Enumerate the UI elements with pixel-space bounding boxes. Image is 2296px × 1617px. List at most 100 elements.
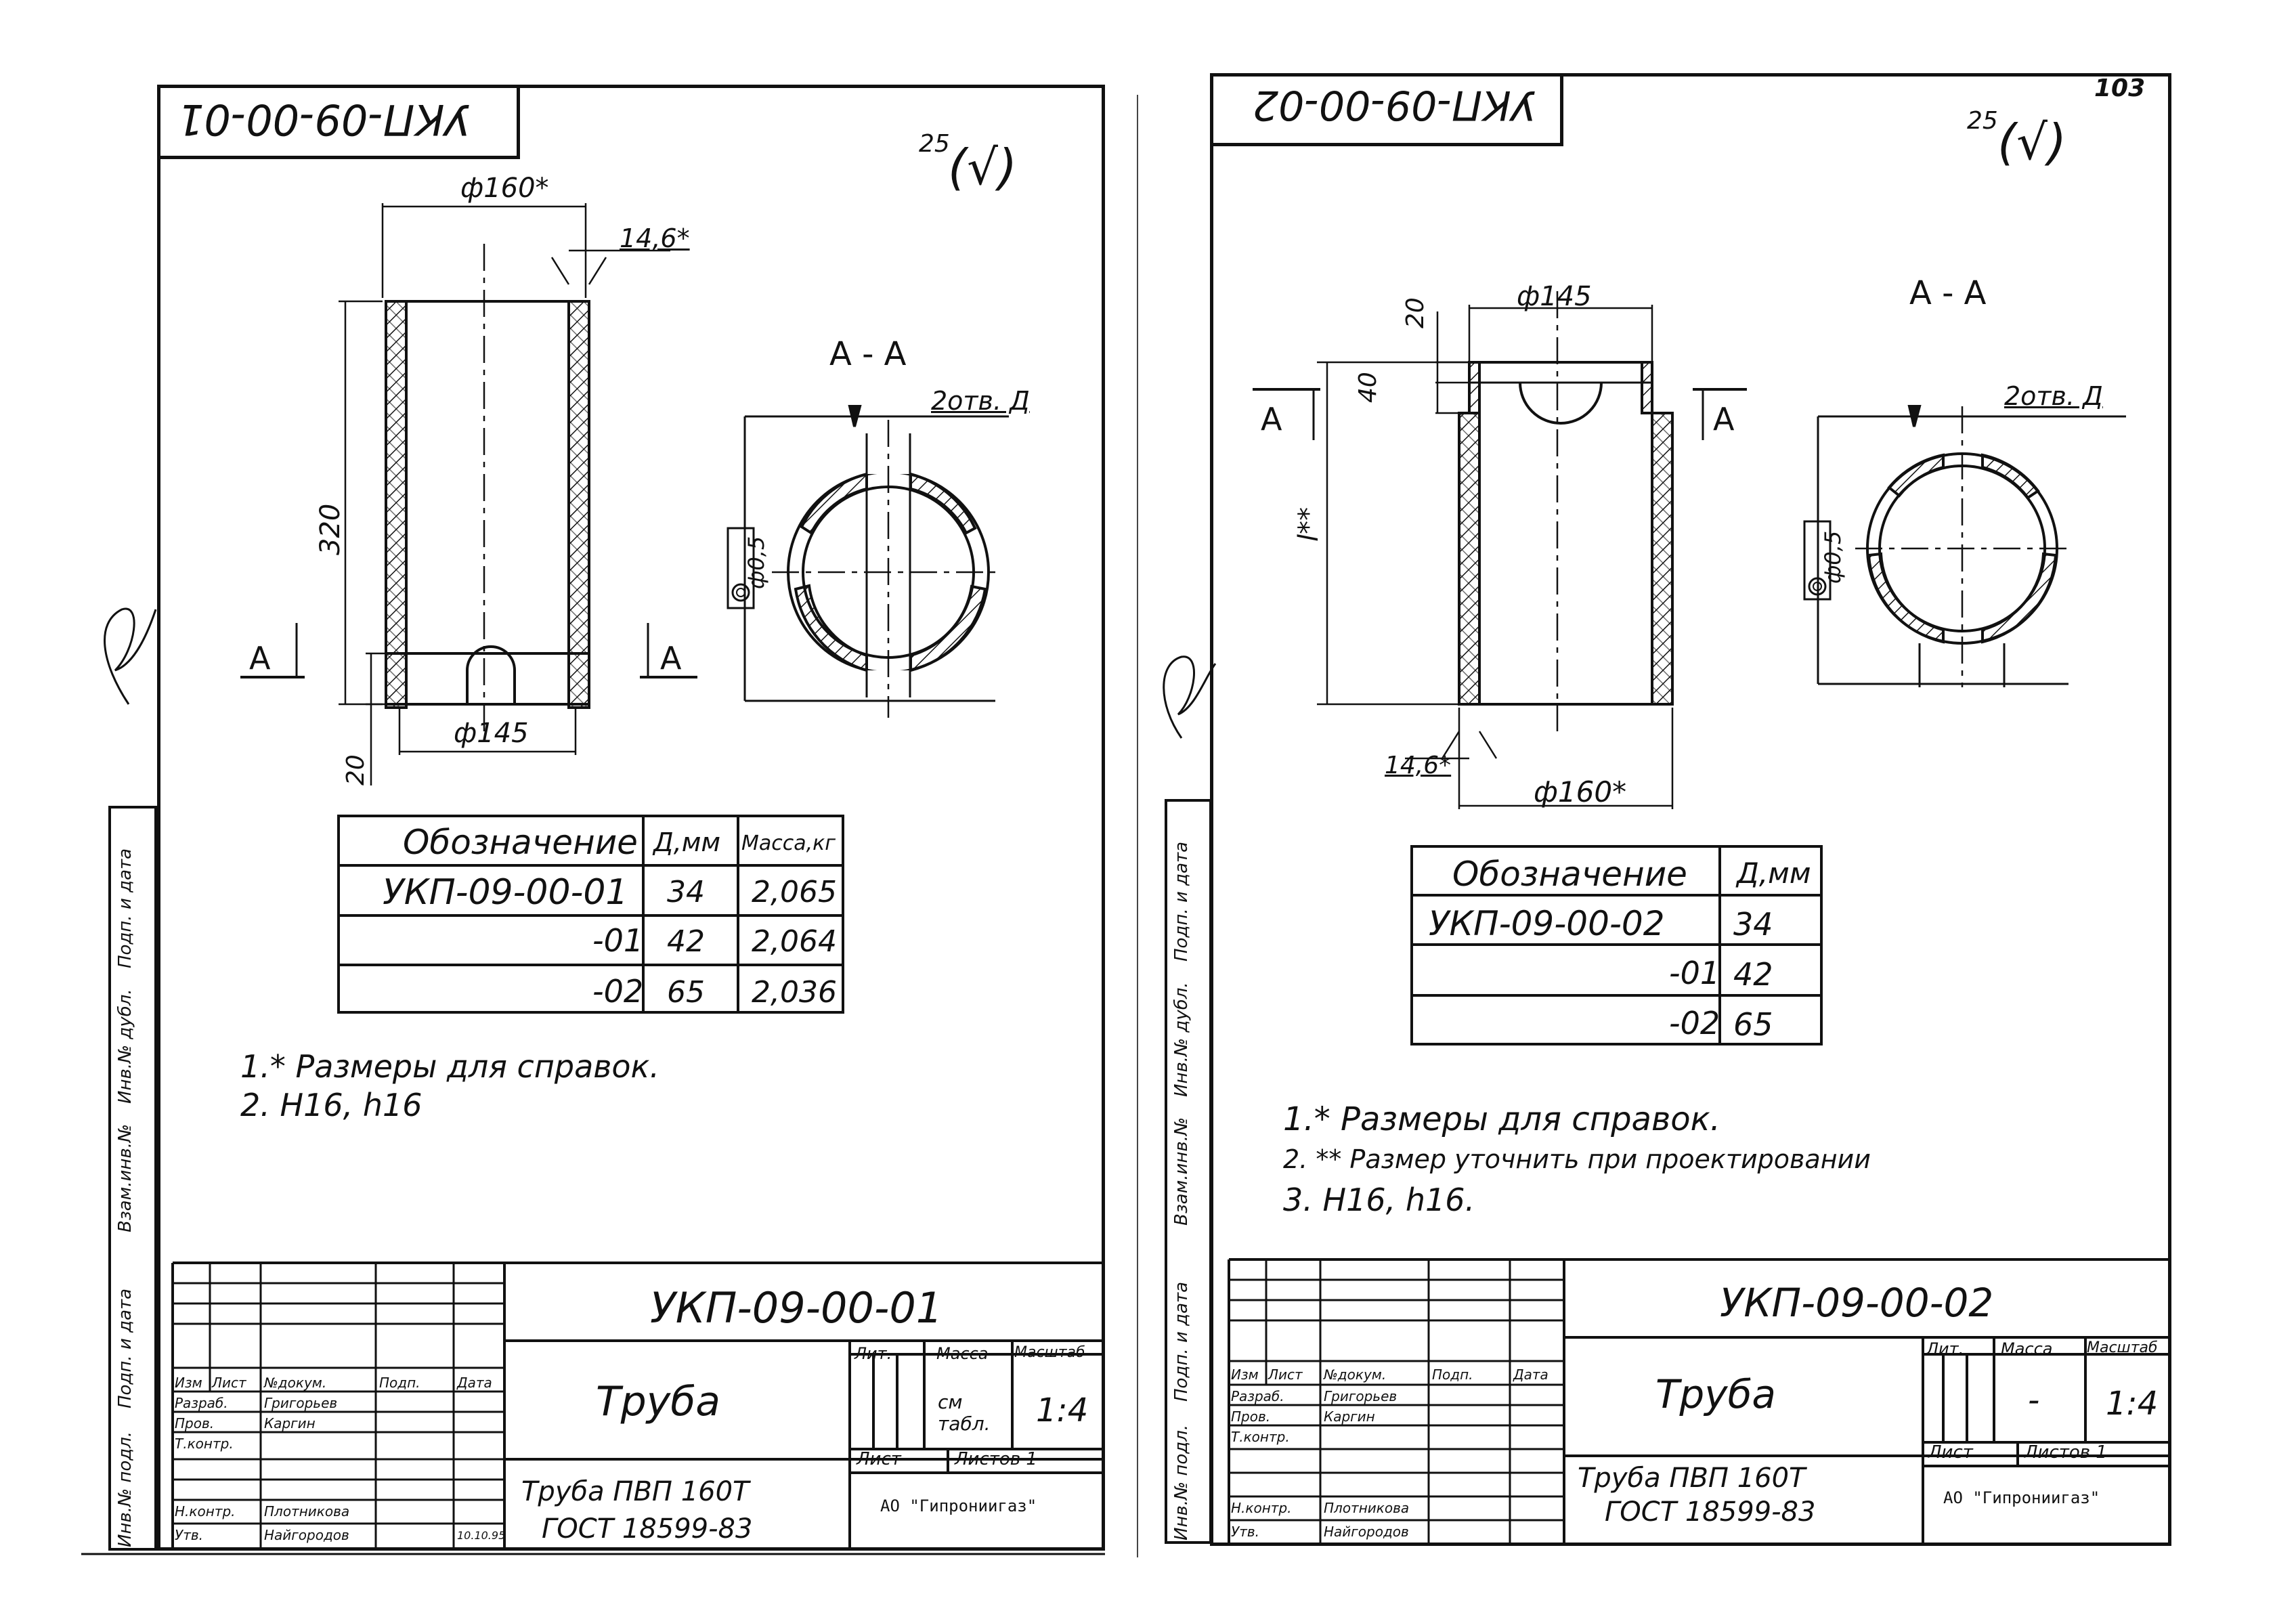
title-name-right: Труба [1655, 1371, 1776, 1417]
title-scale-label-left: Масштаб [1014, 1344, 1085, 1361]
tb-right-r5-role: Утв. [1231, 1524, 1259, 1540]
title-org-right: АО "Гипрониигаз" [1943, 1488, 2100, 1507]
sheet-left [157, 85, 1105, 1551]
title-code-right: УКП-09-00-02 [1720, 1280, 1994, 1326]
tb-left-r4-name: Плотникова [264, 1503, 350, 1519]
title-material-right-2: ГОСТ 18599-83 [1605, 1496, 1816, 1528]
side-stamp-left [108, 806, 157, 1551]
note-right-2: 2. ** Размер уточнить при проектировании [1283, 1144, 1871, 1174]
section-marker-right-a: А [1261, 401, 1282, 437]
roughness-value-left: 25 [919, 130, 950, 158]
title-sheet-label-right: Лист [1928, 1442, 1973, 1463]
roughness-value-right: 25 [1967, 107, 1998, 135]
title-sheets-label-left: Листов 1 [955, 1449, 1037, 1469]
side-stamp-left-2: Взам.инв.№ [115, 1124, 135, 1232]
tb-left-r0-c5: Дата [457, 1375, 492, 1391]
dim-slot-diameter-left: ф145 [454, 718, 529, 749]
side-stamp-left-1: Подп. и дата [115, 1288, 135, 1408]
table-right-header-0: Обозначение [1452, 855, 1687, 894]
dim-slot-depth-right: 20 [1402, 297, 1429, 328]
title-name-left: Труба [596, 1378, 721, 1425]
tolerance-right-text: ф0,5 [1820, 530, 1846, 584]
title-sheet-label-left: Лист [857, 1449, 901, 1469]
tb-right-r0-c2: Лист [1268, 1366, 1303, 1383]
title-sheets-label-right: Листов 1 [2024, 1442, 2107, 1463]
tb-left-r3-role: Т.контр. [175, 1436, 234, 1452]
title-lit-label-right: Лит. [1926, 1339, 1964, 1358]
holes-label-left: 2отв. Д [931, 386, 1030, 416]
table-left-r1c2: 2,064 [752, 924, 837, 959]
table-left-header-0: Обозначение [403, 823, 638, 862]
table-right [1410, 845, 1823, 1045]
title-scale-label-right: Масштаб [2087, 1339, 2158, 1356]
dim-outer-diameter-left: ф160* [460, 173, 549, 204]
tb-left-r5-date: 10.10.95 [457, 1529, 506, 1542]
dim-length-right-text: l** [1293, 506, 1324, 542]
title-org-left: АО "Гипрониигаз" [880, 1496, 1037, 1515]
dim-slot-depth-left: 20 [342, 754, 370, 785]
table-left-r2c2: 2,036 [752, 975, 837, 1010]
tb-right-r4-role: Н.контр. [1231, 1500, 1292, 1516]
tb-right-r3-role: Т.контр. [1231, 1429, 1290, 1445]
section-title-right: А - А [1909, 274, 1987, 312]
title-scale-value-left: 1:4 [1036, 1392, 1089, 1429]
title-material-left-1: Труба ПВП 160Т [521, 1476, 750, 1507]
table-left-header-1: Д,мм [653, 827, 721, 857]
title-mass-value-left: см табл. [938, 1391, 991, 1435]
title-block-right [1228, 1258, 2171, 1546]
signature-scribbles [104, 607, 1217, 739]
tb-right-r4-name: Плотникова [1324, 1500, 1410, 1516]
tb-right-r1-name: Григорьев [1324, 1388, 1398, 1404]
tolerance-right: ф0,5 [1820, 531, 1846, 584]
table-right-r2c0: -02 [1669, 1005, 1720, 1041]
section-title-left: А - А [829, 335, 907, 373]
tb-left-r0-c3: №докум. [264, 1375, 327, 1391]
top-code-box-right [1210, 73, 1563, 146]
dim-length-right: l** [1293, 507, 1324, 542]
side-stamp-right-2: Взам.инв.№ [1171, 1117, 1192, 1226]
dim-slot-depth-right-text: 20 [1402, 297, 1429, 328]
tb-right-r0-c4: Подп. [1432, 1366, 1473, 1383]
table-right-r1c0: -01 [1669, 955, 1720, 991]
pipe-view-right [1253, 291, 1747, 809]
table-left-header-2: Масса,кг [741, 832, 836, 855]
title-lit-label-left: Лит. [854, 1344, 892, 1363]
table-left-r2c0: -02 [592, 973, 644, 1010]
dim-wall-right: 14,6* [1385, 752, 1452, 779]
dim-wall-left: 14,6* [620, 223, 690, 253]
tb-right-r0-c5: Дата [1513, 1366, 1548, 1383]
table-right-header-1: Д,мм [1737, 857, 1811, 890]
side-stamp-right-4: Подп. и дата [1171, 841, 1192, 962]
tb-left-r0-c4: Подп. [379, 1375, 420, 1391]
top-code-box-left [157, 85, 520, 159]
dim-slot-depth-left-text: 20 [342, 754, 370, 785]
dim-outer-diameter-right: ф160* [1534, 775, 1627, 808]
tb-left-r0-c2: Лист [212, 1375, 246, 1391]
table-left-r0c0: УКП-09-00-01 [383, 872, 628, 913]
table-left [337, 815, 844, 1014]
dim-slot-width-right: 40 [1354, 372, 1382, 403]
tb-left-r5-name: Найгородов [264, 1527, 349, 1543]
tb-left-r2-role: Пров. [175, 1415, 215, 1431]
roughness-symbol-right: (√) [1997, 114, 2067, 171]
table-left-r2c1: 65 [667, 975, 705, 1010]
tb-left-r5-role: Утв. [175, 1527, 203, 1543]
page-number: 103 [2094, 74, 2146, 102]
note-left-1: 1.* Размеры для справок. [240, 1048, 659, 1085]
roughness-symbol-left: (√) [948, 139, 1018, 196]
table-right-r2c1: 65 [1733, 1006, 1773, 1043]
side-stamp-right-1: Подп. и дата [1171, 1281, 1192, 1402]
dim-slot-width-right-text: 40 [1354, 372, 1382, 403]
title-material-right-1: Труба ПВП 160Т [1578, 1463, 1806, 1494]
side-stamp-left-4: Подп. и дата [115, 848, 135, 968]
note-left-2: 2. Н16, h16 [240, 1087, 423, 1123]
tb-right-r0-c1: Изм [1231, 1366, 1259, 1383]
table-left-r1c0: -01 [592, 922, 644, 959]
section-marker-left-a: А [249, 640, 271, 676]
tb-right-r2-role: Пров. [1231, 1408, 1271, 1425]
title-scale-value-right: 1:4 [2106, 1385, 2159, 1423]
section-marker-right-b: А [1713, 401, 1735, 437]
holes-label-right: 2отв. Д [2004, 381, 2103, 411]
title-mass-value-right: - [2028, 1381, 2040, 1419]
